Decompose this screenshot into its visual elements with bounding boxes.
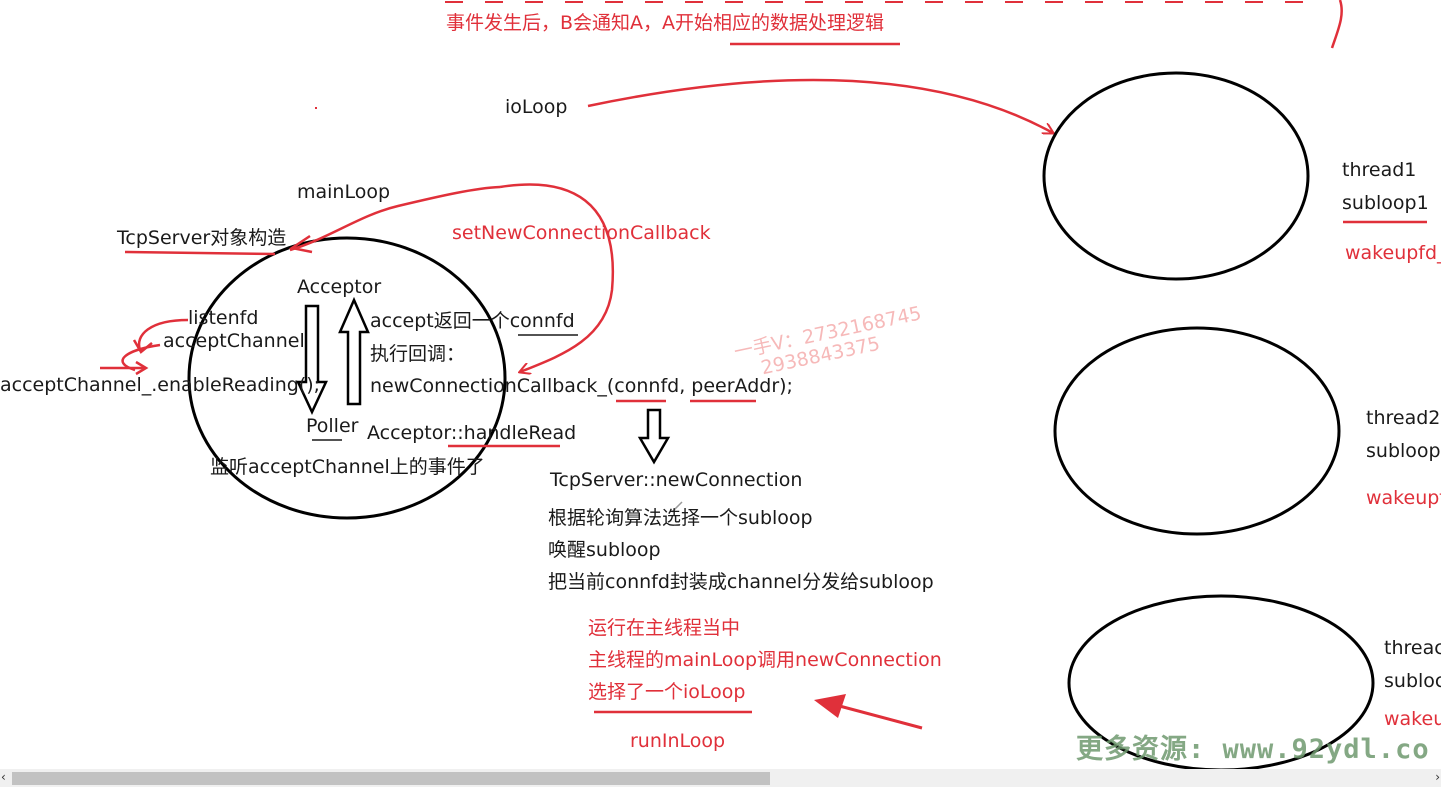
scroll-right-icon[interactable]: › [1435,770,1440,784]
step2-label: 唤醒subloop [548,539,661,561]
poller-label: Poller [306,415,359,437]
main-circle [187,236,507,520]
set-callback-label: setNewConnectionCallback [452,222,711,244]
tcpserver-construct-label: TcpServer对象构造 [117,227,287,249]
enable-arrow-tip [135,360,149,376]
wakeupfd3-label: wakeu [1384,708,1441,730]
top-note: 事件发生后，B会通知A，A开始相应的数据处理逻辑 [446,12,885,34]
pointer-arrow-head [814,694,846,718]
wakeupfd1-label: wakeupfd_ [1345,242,1441,264]
thread1-circle [1042,71,1310,281]
horizontal-scrollbar[interactable]: ‹ › [0,769,1441,787]
new-connection-label: TcpServer::newConnection [550,469,803,491]
scrollbar-thumb[interactable] [12,772,770,785]
red-note-3: 选择了一个ioLoop [588,681,746,703]
pen-mark [671,501,683,513]
ioloop-arrow [587,78,1053,133]
handle-read-label: Acceptor::handleRead [367,422,577,444]
mainloop-arrow-tip [288,234,313,254]
accept-returns-label: accept返回一个connfd [370,310,575,332]
wakeupfd2-label: wakeupf [1366,487,1441,509]
listenfd-hook [137,318,189,351]
listenfd-label: listenfd [188,307,259,329]
to-newconnection-arrow [637,408,671,465]
step1-label: 根据轮询算法选择一个subloop [548,507,813,529]
red-note-2: 主线程的mainLoop调用newConnection [588,649,942,671]
pointer-arrow [831,702,923,730]
bracket-stroke [1330,0,1343,49]
watermark: 更多资源: www.92ydl.co [1076,734,1430,765]
enable-reading-label: acceptChannel_.enableReading(); [0,374,321,396]
thread3-label: threac [1384,637,1441,659]
thread2-circle [1053,326,1341,536]
scroll-left-icon[interactable]: ‹ [1,770,6,784]
red-note-1: 运行在主线程当中 [588,617,741,639]
subloop1-label: subloop1 [1342,192,1429,214]
mainloop-label: mainLoop [297,181,391,203]
listen-events-label: 监听acceptChannel上的事件了 [210,456,485,478]
acceptor-to-poller-arrow [296,304,328,415]
accept-channel-label: acceptChannel [163,330,305,352]
run-in-loop-label: runInLoop [630,730,726,752]
exec-callback-label: 执行回调： [370,343,466,365]
new-conn-callback-label: newConnectionCallback_(connfd, peerAddr)… [370,375,793,397]
step3-label: 把当前connfd封装成channel分发给subloop [548,571,934,593]
subloop3-label: subloc [1384,670,1441,692]
mainloop-curve [289,185,501,252]
acceptor-label: Acceptor [297,276,382,298]
thread2-label: thread2 [1366,407,1441,429]
underline-tcpserver [124,250,276,256]
thread1-label: thread1 [1342,159,1417,181]
set-callback-curve [499,183,615,372]
subloop2-label: subloop [1366,440,1441,462]
poller-to-acceptor-arrow [338,296,370,406]
ioloop-label: ioLoop [505,96,568,118]
